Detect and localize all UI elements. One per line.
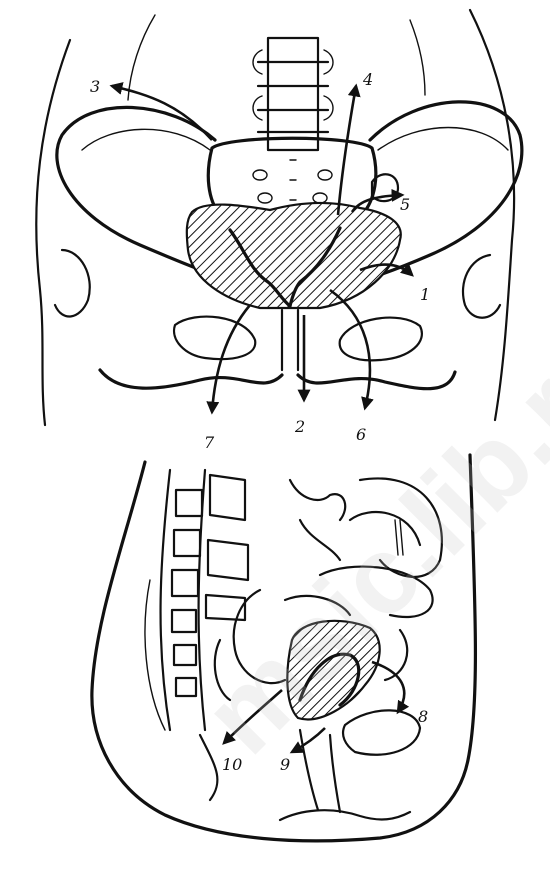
arrow-4 xyxy=(338,86,356,215)
label-7: 7 xyxy=(204,433,215,452)
perineum xyxy=(280,810,410,820)
iliac-crest-left xyxy=(82,129,210,150)
watermark: msic.lib.ru xyxy=(180,301,550,777)
label-5: 5 xyxy=(400,195,410,214)
ischium-outline xyxy=(100,370,455,389)
iliac-crest-right xyxy=(378,128,508,151)
sacral-curve xyxy=(200,735,217,800)
label-2: 2 xyxy=(294,417,305,436)
label-4: 4 xyxy=(362,70,373,89)
bladder xyxy=(343,710,420,754)
sacral-foramina xyxy=(253,160,332,203)
pubic-symphysis xyxy=(282,310,298,370)
label-8: 8 xyxy=(418,707,428,726)
flank-line-left xyxy=(128,15,155,100)
arrow-8 xyxy=(372,662,404,712)
label-10: 10 xyxy=(222,755,242,774)
flank-line-right xyxy=(410,20,425,95)
femoral-head-left xyxy=(55,250,90,316)
arrow-6 xyxy=(330,290,370,408)
label-1: 1 xyxy=(420,285,430,304)
label-3: 3 xyxy=(90,77,100,96)
obturator-right xyxy=(340,318,422,361)
femoral-head-right xyxy=(463,255,500,318)
label-9: 9 xyxy=(280,755,290,774)
spine xyxy=(253,38,333,150)
label-6: 6 xyxy=(356,425,366,444)
pelvis-diagram xyxy=(36,10,522,425)
body-outline-left xyxy=(36,40,70,425)
obturator-left xyxy=(174,317,255,360)
